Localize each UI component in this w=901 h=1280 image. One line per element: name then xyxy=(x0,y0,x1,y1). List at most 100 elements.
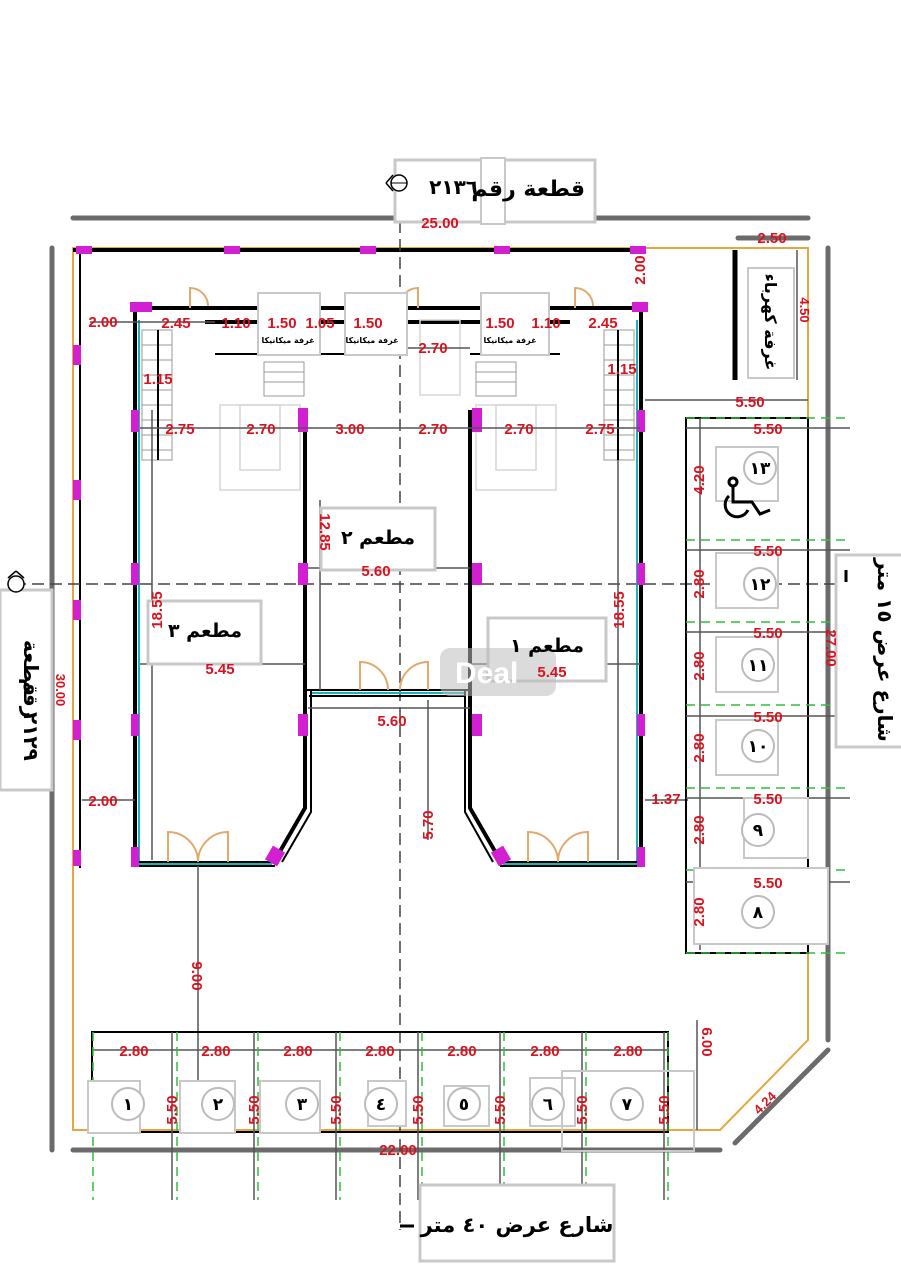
grid-row-dimensions: 2.75 2.70 3.00 2.70 2.70 2.75 xyxy=(165,421,614,438)
svg-text:2.80: 2.80 xyxy=(691,815,708,844)
side-parking xyxy=(685,417,850,954)
dim-side-top: 5.50 xyxy=(735,394,764,411)
svg-text:5.50: 5.50 xyxy=(753,875,782,892)
parking-space-4: ٤ xyxy=(376,1095,386,1115)
dim-r2-width: 5.60 xyxy=(361,563,390,580)
street-south-label: شارع عرض ٤٠ متر xyxy=(420,1213,614,1237)
svg-text:2.70: 2.70 xyxy=(504,421,533,438)
boundary-columns xyxy=(73,246,646,866)
svg-text:2.80: 2.80 xyxy=(201,1043,230,1060)
restaurant-2-label: مطعم ٢ xyxy=(341,527,415,549)
svg-text:4.20: 4.20 xyxy=(691,465,708,494)
dim-corner-vertical: 6.00 xyxy=(698,1027,715,1056)
mech-room-label: غرفة ميكانيكا xyxy=(261,336,314,345)
svg-text:5.50: 5.50 xyxy=(753,791,782,808)
axis-marker-icon xyxy=(7,570,25,593)
svg-text:5.50: 5.50 xyxy=(574,1095,591,1124)
side-parking-numbers: ١٣ ١٢ ١١ ١٠ ٩ ٨ xyxy=(748,459,771,923)
parking-space-7: ٧ xyxy=(622,1095,633,1115)
svg-text:2.80: 2.80 xyxy=(119,1043,148,1060)
svg-text:1.50: 1.50 xyxy=(485,315,514,332)
svg-text:5.50: 5.50 xyxy=(164,1095,181,1124)
dim-bottom-overall: 22.00 xyxy=(379,1142,417,1159)
svg-text:Deal: Deal xyxy=(455,657,518,690)
restaurant-3-box xyxy=(146,599,263,666)
dim-r2-depth: 12.85 xyxy=(316,513,333,551)
street-east-label: شارع عرض ١٥ متر xyxy=(873,557,897,742)
svg-text:2.80: 2.80 xyxy=(691,569,708,598)
svg-text:2.75: 2.75 xyxy=(165,421,194,438)
svg-text:1.50: 1.50 xyxy=(353,315,382,332)
parking-space-8: ٨ xyxy=(753,903,764,923)
svg-text:2.80: 2.80 xyxy=(613,1043,642,1060)
svg-text:2.45: 2.45 xyxy=(161,315,190,332)
dim-middle-front: 5.70 xyxy=(420,810,437,839)
svg-text:2.80: 2.80 xyxy=(365,1043,394,1060)
plot-north-number: ٢١٣٦ xyxy=(429,175,478,199)
building-columns xyxy=(130,302,648,867)
plot-west-box xyxy=(0,588,54,792)
parking-number-circles xyxy=(111,451,777,1121)
parking-space-2: ٢ xyxy=(213,1095,224,1115)
dim-r3-width: 5.45 xyxy=(205,661,234,678)
parking-space-1: ١ xyxy=(123,1095,133,1115)
mech-room-label: غرفة ميكانيكا xyxy=(483,336,536,345)
svg-text:3.00: 3.00 xyxy=(335,421,364,438)
svg-text:1.10: 1.10 xyxy=(531,315,560,332)
side-parking-dimensions: 5.50 5.50 5.50 5.50 5.50 5.50 4.20 2.80 … xyxy=(691,421,783,927)
svg-text:5.50: 5.50 xyxy=(753,709,782,726)
plot-north-label: قطعة رقم xyxy=(471,177,585,202)
parking-space-3: ٣ xyxy=(297,1095,308,1115)
dim-corner-chamfer: 4.24 xyxy=(751,1088,780,1117)
plot-west-number: ٢١٢٩ xyxy=(19,712,43,761)
axis-marker-icon xyxy=(385,174,408,192)
top-row-dimensions: 2.45 1.10 1.50 1.05 1.50 2.70 1.50 1.10 … xyxy=(161,315,617,357)
svg-text:5.50: 5.50 xyxy=(492,1095,509,1124)
plot-west-label-1: قطعة xyxy=(19,640,43,696)
restaurant-2-box xyxy=(319,506,437,572)
svg-text:5.50: 5.50 xyxy=(410,1095,427,1124)
plot-west-label-2: رقم xyxy=(19,678,43,718)
svg-text:2.80: 2.80 xyxy=(691,651,708,680)
svg-text:2.80: 2.80 xyxy=(691,897,708,926)
electric-room xyxy=(732,250,798,380)
dim-r3-depth: 18.55 xyxy=(149,591,166,629)
dim-left-setback-bottom: 2.00 xyxy=(88,793,117,810)
dimension-lines xyxy=(82,321,808,1130)
svg-text:5.50: 5.50 xyxy=(753,543,782,560)
svg-text:2.80: 2.80 xyxy=(283,1043,312,1060)
restaurant-3-label: مطعم ٣ xyxy=(168,620,242,642)
dim-west-overall: 30.00 xyxy=(53,674,68,707)
dim-top-setback: 2.00 xyxy=(632,255,649,284)
svg-text:2.80: 2.80 xyxy=(691,733,708,762)
svg-text:2.70: 2.70 xyxy=(246,421,275,438)
svg-text:5.50: 5.50 xyxy=(753,625,782,642)
svg-text:1.05: 1.05 xyxy=(305,315,334,332)
front-parking-numbers: ١ ٢ ٣ ٤ ٥ ٦ ٧ xyxy=(123,1095,633,1115)
restaurant-1-label: مطعم ١ xyxy=(510,635,584,657)
parking-space-10: ١٠ xyxy=(748,737,769,757)
dim-left-setback-top: 2.00 xyxy=(88,314,117,331)
parking-space-11: ١١ xyxy=(748,656,769,676)
svg-text:1.10: 1.10 xyxy=(221,315,250,332)
street-east-box xyxy=(834,553,901,749)
electric-room-label: غرفة كهرباء xyxy=(761,274,780,371)
front-parking-dimensions: 2.80 2.80 2.80 2.80 2.80 2.80 2.80 5.50 … xyxy=(119,1043,673,1125)
dim-east-setback: 1.37 xyxy=(651,791,680,808)
svg-text:2.70: 2.70 xyxy=(418,340,447,357)
svg-text:5.50: 5.50 xyxy=(753,421,782,438)
dim-front-depth: 9.00 xyxy=(188,961,205,990)
svg-text:2.45: 2.45 xyxy=(588,315,617,332)
dim-stair-right: 1.15 xyxy=(607,361,636,378)
dim-stair-left: 1.15 xyxy=(143,371,172,388)
mech-room-label: غرفة ميكانيكا xyxy=(345,336,398,345)
svg-text:2.75: 2.75 xyxy=(585,421,614,438)
svg-text:2.70: 2.70 xyxy=(418,421,447,438)
parking-space-6: ٦ xyxy=(543,1095,553,1115)
parking-space-12: ١٢ xyxy=(750,575,771,595)
dim-top-overall: 25.00 xyxy=(421,215,459,232)
watermark: Deal xyxy=(440,648,556,696)
svg-text:5.50: 5.50 xyxy=(246,1095,263,1124)
parking-space-13: ١٣ xyxy=(750,459,771,479)
